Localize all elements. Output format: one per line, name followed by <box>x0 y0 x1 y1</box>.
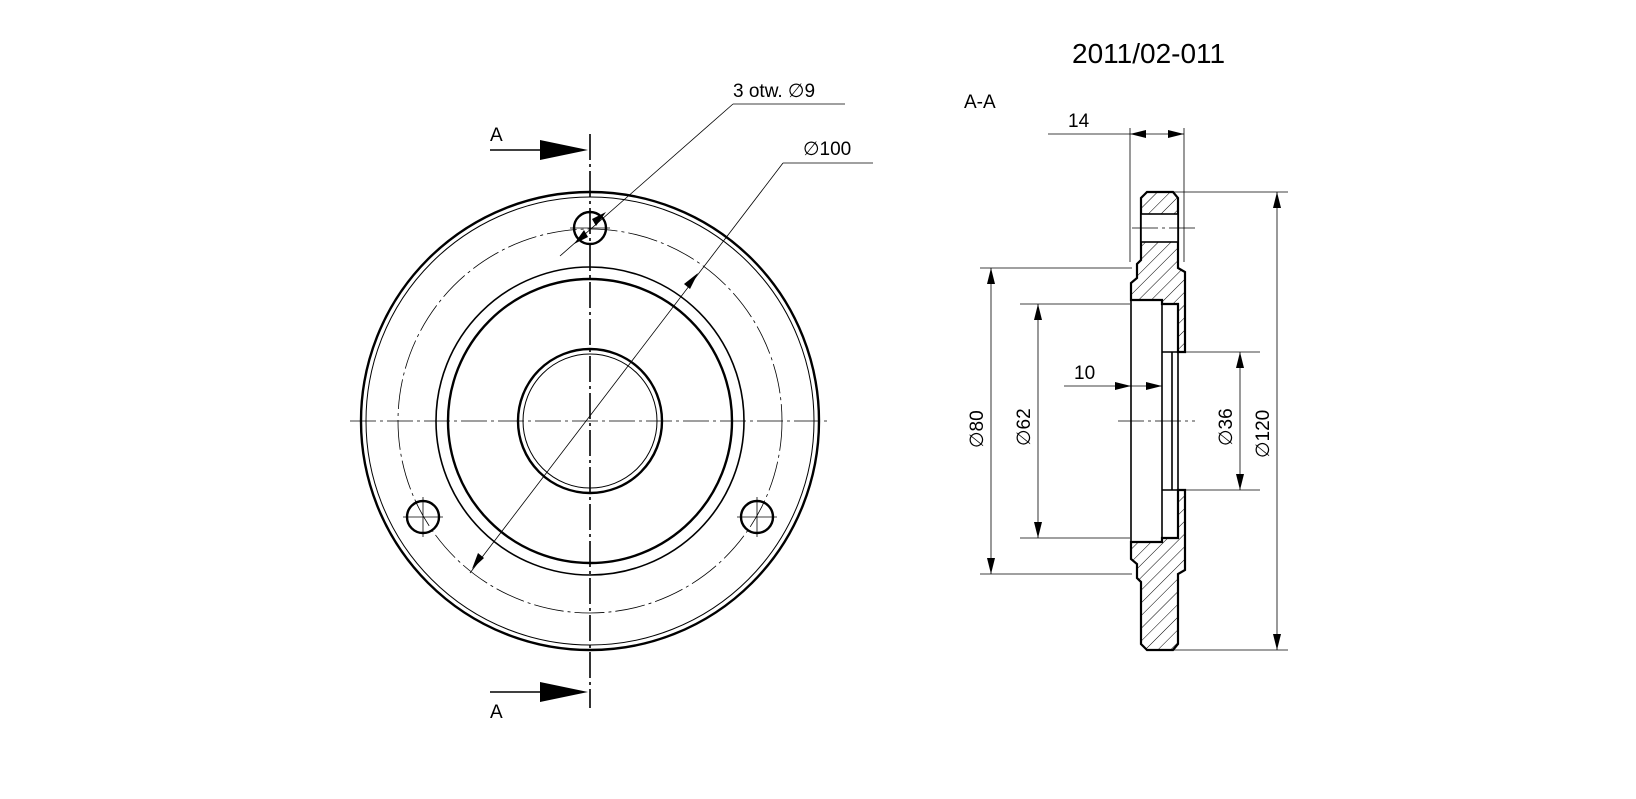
section-marker-top: A <box>490 125 503 146</box>
front-view: A A 3 otw. ∅9 ∅100 <box>350 81 873 723</box>
dim-d80: ∅80 <box>967 410 988 448</box>
section-view: A-A <box>964 92 1288 652</box>
dim-d120: ∅120 <box>1253 410 1274 458</box>
dim-d62: ∅62 <box>1014 408 1035 446</box>
dim-d36: ∅36 <box>1216 408 1237 446</box>
dim-t10: 10 <box>1074 363 1095 384</box>
section-arrow-top <box>540 140 588 160</box>
section-arrow-bottom <box>540 682 588 702</box>
section-lower-half <box>1129 488 1187 652</box>
dim-t14: 14 <box>1068 111 1090 132</box>
holes-callout: 3 otw. ∅9 <box>733 81 815 102</box>
bolt-hole-centermarks <box>403 227 777 537</box>
drawing-number: 2011/02-011 <box>1072 38 1225 69</box>
section-marker-bottom: A <box>490 702 503 723</box>
section-label: A-A <box>964 92 996 113</box>
dim-d100: ∅100 <box>803 139 851 160</box>
